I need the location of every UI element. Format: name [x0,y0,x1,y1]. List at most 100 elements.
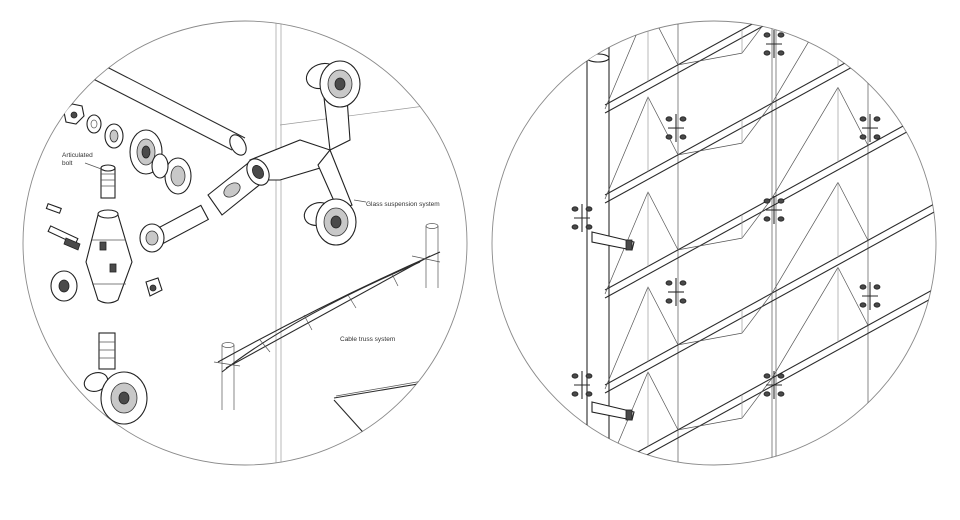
truss-strut [647,286,679,346]
spider-fitting [859,282,881,310]
lower-washers [50,270,163,302]
truss-strut [647,191,679,251]
truss-strut [677,332,743,346]
fitting-bolt [585,373,593,379]
fitting-bolt [873,284,881,290]
spider-fitting [763,371,785,399]
cable-truss-facade-panel [491,0,937,466]
spider-fitting [571,204,593,232]
fitting-bolt [585,224,593,230]
spider-fitting [571,371,593,399]
truss-strut [837,21,869,51]
truss-cable-top [604,94,936,291]
truss-strut [837,182,869,241]
fitting-bolt [859,284,867,290]
fitting-bolt [585,206,593,212]
truss-strut [741,21,773,54]
truss-strut [647,371,679,431]
articulated-bolt-label: Articulated [62,152,93,159]
bottom-glass-fitting [83,332,148,425]
fitting-bolt [679,134,687,140]
fitting-bolt [571,373,579,379]
truss-strut [677,52,743,66]
truss-cable-top [604,21,936,196]
fitting-bolt [873,302,881,308]
spider-fitting [763,196,785,224]
truss-strut [771,21,839,104]
articulated-bolt-label-2: bolt [62,160,73,167]
fitting-bolt [665,116,673,122]
fitting-bolt [859,134,867,140]
fitting-bolt [571,206,579,212]
truss-strut [647,96,679,156]
truss-strut [741,292,773,334]
fitting-bolt [873,116,881,122]
threaded-rod [139,204,210,253]
fitting-bolt [585,391,593,397]
spider-fitting [665,278,687,306]
exploded-spider-fitting-panel: Articulated bolt [22,20,468,466]
central-connector [85,209,133,304]
truss-strut [772,0,838,13]
vertical-mullion [275,21,282,465]
truss-strut [837,267,869,326]
truss-strut [677,417,743,431]
truss-strut [647,21,679,66]
fitting-bolt [571,391,579,397]
pin-and-screw [45,203,81,251]
spider-fitting [763,30,785,58]
fitting-bolt [777,391,785,397]
fitting-bolt [679,116,687,122]
fitting-bolt [859,116,867,122]
truss-strut [604,96,649,200]
truss-fragment [333,377,441,441]
truss-cable-top [604,189,936,386]
fitting-bolt [859,302,867,308]
bracket-clamp [625,239,633,251]
cable-truss-miniature [213,223,441,410]
spider-fitting [859,114,881,142]
fitting-bolt [679,280,687,286]
fitting-bolt [777,50,785,56]
truss-strut [771,182,839,294]
glass-joints [677,21,869,465]
cable-truss-label: Cable truss system [340,336,395,343]
fitting-bolt [873,134,881,140]
truss-strut [677,237,743,251]
truss-strut [604,371,649,465]
fitting-bolt [763,198,771,204]
truss-cable-top [604,274,936,465]
fitting-bolt [777,32,785,38]
fitting-bolt [665,134,673,140]
fitting-bolt [763,216,771,222]
cable-trusses [604,0,936,465]
truss-strut [604,286,649,390]
truss-strut [677,142,743,156]
fitting-bolt [777,198,785,204]
right-circle-frame [491,20,937,466]
truss-cable-top [604,21,936,106]
fitting-bolt [665,298,673,304]
truss-strut [741,197,773,239]
fitting-bolt [777,373,785,379]
fitting-bolt [777,216,785,222]
spider-fittings [571,30,881,421]
truss-strut [771,267,839,379]
column-bracket [591,231,635,251]
articulated-bolt [100,164,116,199]
truss-cable-bottom [604,197,936,394]
column-bracket [591,401,635,421]
fitting-bolt [763,373,771,379]
fitting-bolt [571,224,579,230]
truss-strut [771,87,839,199]
truss-strut [741,377,773,419]
fitting-bolt [763,391,771,397]
fitting-bolt [763,50,771,56]
truss-cable-bottom [604,21,936,114]
bracket-clamp [625,409,633,421]
truss-cable-bottom [604,282,936,465]
fitting-bolt [679,298,687,304]
glass-suspension-label: Glass suspension system [366,201,440,208]
spider-fitting [665,114,687,142]
